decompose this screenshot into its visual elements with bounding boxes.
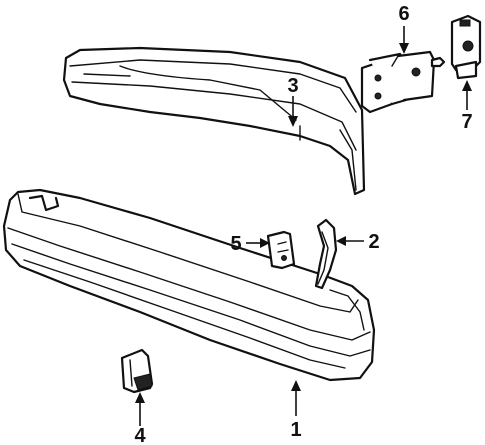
callout-labels: 1 2 3 4 5 6 7 [134, 3, 472, 445]
small-bracket-part [266, 230, 296, 270]
callout-3: 3 [287, 75, 298, 97]
mounting-bracket-part [360, 50, 446, 114]
callout-2: 2 [368, 231, 379, 253]
bumper-cover-part [2, 188, 376, 382]
bracket-part [314, 218, 338, 290]
callout-5: 5 [230, 233, 241, 255]
callout-7: 7 [461, 111, 472, 133]
end-cap-part [120, 348, 154, 394]
callout-4: 4 [134, 425, 146, 445]
callout-1: 1 [290, 419, 301, 441]
callout-6: 6 [398, 3, 409, 25]
impact-bar-part [62, 46, 366, 196]
mounting-plate-part [450, 14, 482, 80]
leader-lines [135, 26, 472, 426]
